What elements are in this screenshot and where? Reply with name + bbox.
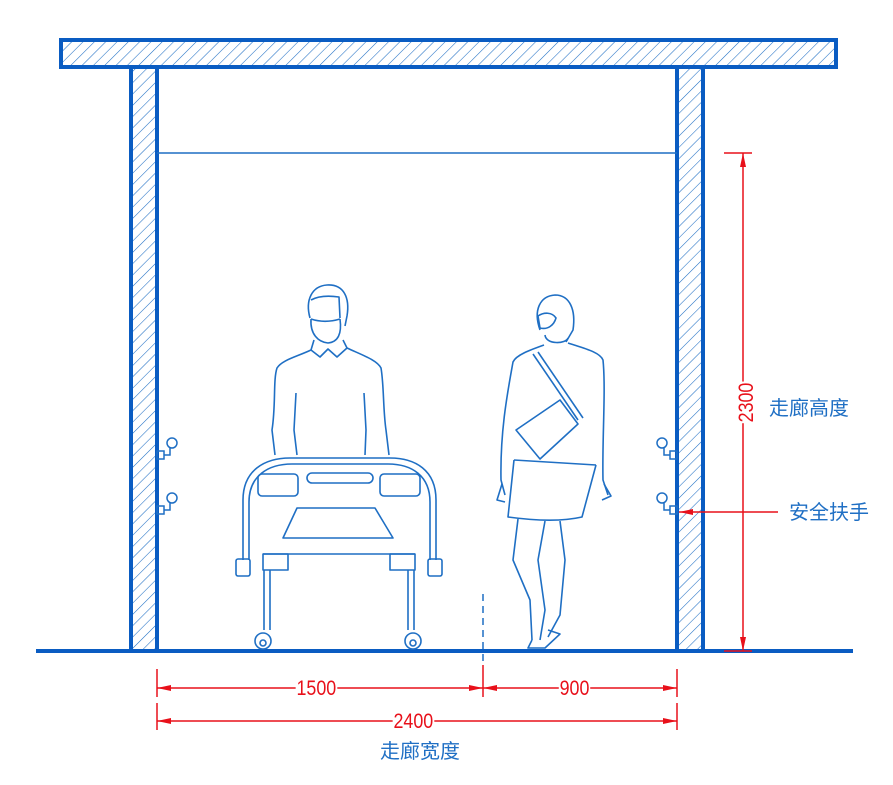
- bed-lane-dimension-value: 1500: [295, 677, 338, 700]
- handrail-right-upper: [656, 437, 678, 460]
- hospital-bed: [235, 457, 443, 650]
- ceiling-slab: [59, 38, 838, 69]
- corridor-height-label: 走廊高度: [769, 396, 849, 420]
- right-wall: [675, 65, 705, 653]
- corridor-width-label: 走廊宽度: [380, 739, 460, 763]
- handrail-label: 安全扶手: [789, 500, 869, 524]
- man-figure: [271, 284, 390, 456]
- handrail-right-lower: [656, 492, 678, 515]
- left-wall: [129, 65, 159, 653]
- handrail-left-lower: [156, 492, 178, 515]
- total-width-dimension-value: 2400: [392, 710, 435, 733]
- height-dimension-value: 2300: [734, 381, 758, 424]
- woman-figure: [496, 294, 612, 649]
- walk-lane-dimension-value: 900: [558, 677, 591, 700]
- handrail-left-upper: [156, 437, 178, 460]
